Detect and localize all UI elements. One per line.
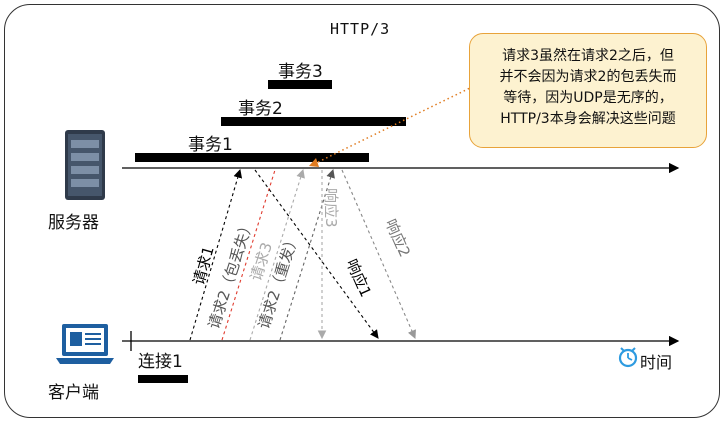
response-2-arrow — [341, 169, 416, 340]
note-connector — [313, 87, 471, 165]
request-1-label: 请求1 — [190, 244, 218, 287]
diagram-frame — [4, 4, 720, 418]
note-line-3: 等待，因为UDP是无序的， — [503, 90, 673, 106]
transaction-3-label: 事务3 — [278, 62, 323, 82]
server-icon — [65, 130, 105, 200]
note-line-2: 并不会因为请求2的包丢失而 — [499, 69, 677, 85]
connection-label: 连接1 — [138, 352, 183, 372]
note-line-4: HTTP/3本身会解决这些问题 — [500, 111, 676, 127]
time-label: 时间 — [640, 353, 673, 372]
response-1-label: 响应1 — [342, 256, 375, 299]
client-label: 客户端 — [48, 383, 99, 403]
clock-icon — [618, 347, 638, 368]
transaction-2-label: 事务2 — [238, 99, 283, 119]
transaction-2-bar — [221, 117, 406, 126]
transaction-3-bar — [268, 80, 332, 89]
server-label: 服务器 — [48, 213, 99, 233]
response-1-arrow — [254, 169, 379, 339]
response-2-label: 响应2 — [381, 216, 414, 259]
note-line-1: 请求3虽然在请求2之后，但 — [502, 48, 674, 64]
laptop-icon — [56, 324, 114, 364]
explanation-note: 请求3虽然在请求2之后，但 并不会因为请求2的包丢失而 等待，因为UDP是无序的… — [469, 33, 707, 148]
connection-bar — [138, 375, 188, 383]
response-3-label: 响应3 — [322, 188, 340, 228]
note-connector-tip — [309, 158, 319, 167]
transaction-1-bar — [135, 153, 369, 162]
diagram-title: HTTP/3 — [330, 20, 391, 38]
transaction-1-label: 事务1 — [188, 135, 233, 155]
